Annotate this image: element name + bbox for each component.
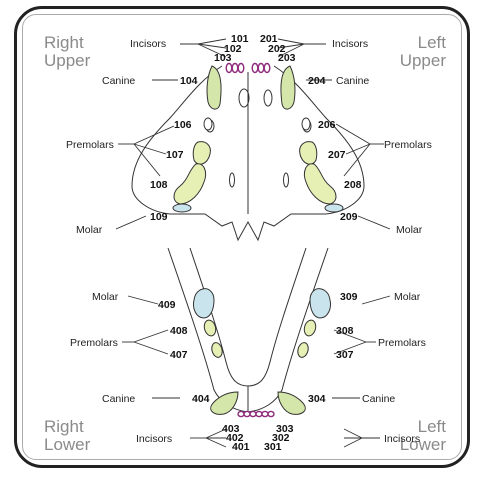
number-208: 208 xyxy=(344,179,362,191)
tooth-104[interactable] xyxy=(207,66,221,109)
upper-teeth xyxy=(173,66,343,212)
tooth-408[interactable] xyxy=(203,319,218,337)
tooth-307[interactable] xyxy=(296,341,310,358)
label-canine-lower-left: Canine xyxy=(362,393,395,405)
label-premolars-upper-right: Premolars xyxy=(66,139,114,151)
tooth-202[interactable] xyxy=(258,64,264,73)
number-203: 203 xyxy=(278,52,296,64)
number-304: 304 xyxy=(308,393,326,405)
number-206: 206 xyxy=(318,119,336,131)
number-107: 107 xyxy=(166,149,184,161)
tooth-numbers: 101 201 102 202 103 203 104 204 106 206 … xyxy=(150,33,362,453)
label-molar-upper-left: Molar xyxy=(396,224,423,236)
tooth-404[interactable] xyxy=(211,392,238,414)
number-307: 307 xyxy=(336,349,354,361)
number-108: 108 xyxy=(150,179,168,191)
tooth-407[interactable] xyxy=(210,341,224,358)
tooth-203[interactable] xyxy=(264,64,270,73)
number-204: 204 xyxy=(308,75,326,87)
label-premolars-lower-left: Premolars xyxy=(378,337,426,349)
number-408: 408 xyxy=(170,325,188,337)
tooth-402[interactable] xyxy=(244,411,250,416)
number-309: 309 xyxy=(340,291,358,303)
tooth-303[interactable] xyxy=(268,411,274,416)
tooth-304[interactable] xyxy=(278,392,305,414)
number-207: 207 xyxy=(328,149,346,161)
tooth-309[interactable] xyxy=(310,289,331,318)
number-308: 308 xyxy=(336,325,354,337)
number-106: 106 xyxy=(174,119,192,131)
label-molar-lower-left: Molar xyxy=(394,291,421,303)
tooth-208[interactable] xyxy=(304,164,336,204)
upper-incisors xyxy=(226,64,270,73)
tooth-103[interactable] xyxy=(226,64,232,73)
number-404: 404 xyxy=(192,393,210,405)
tooth-102[interactable] xyxy=(232,64,238,73)
label-molar-lower-right: Molar xyxy=(92,291,119,303)
label-canine-upper-right: Canine xyxy=(102,75,135,87)
label-canine-upper-left: Canine xyxy=(336,75,369,87)
tooth-109[interactable] xyxy=(173,204,191,212)
tooth-207[interactable] xyxy=(300,142,317,165)
number-301: 301 xyxy=(264,441,282,453)
tooth-308[interactable] xyxy=(303,319,318,337)
label-molar-upper-right: Molar xyxy=(76,224,103,236)
label-incisors-upper-right: Incisors xyxy=(130,38,166,50)
tooth-302[interactable] xyxy=(262,411,268,416)
label-premolars-upper-left: Premolars xyxy=(384,139,432,151)
label-incisors-lower-left: Incisors xyxy=(384,433,420,445)
tooth-201[interactable] xyxy=(252,64,258,73)
tooth-107[interactable] xyxy=(193,142,210,165)
number-103: 103 xyxy=(214,52,232,64)
tooth-401[interactable] xyxy=(250,411,256,416)
tooth-101[interactable] xyxy=(238,64,244,73)
tooth-301[interactable] xyxy=(256,411,262,416)
label-premolars-lower-right: Premolars xyxy=(70,337,118,349)
label-canine-lower-right: Canine xyxy=(102,393,135,405)
tooth-403[interactable] xyxy=(238,411,244,416)
tooth-409[interactable] xyxy=(193,289,214,318)
lower-incisors xyxy=(238,411,274,416)
tooth-206[interactable] xyxy=(302,118,310,130)
tooth-106[interactable] xyxy=(204,118,212,130)
label-incisors-upper-left: Incisors xyxy=(332,38,368,50)
number-407: 407 xyxy=(170,349,188,361)
number-104: 104 xyxy=(180,75,198,87)
label-incisors-lower-right: Incisors xyxy=(136,433,172,445)
number-109: 109 xyxy=(150,211,168,223)
tooth-108[interactable] xyxy=(174,164,206,204)
number-401: 401 xyxy=(232,441,250,453)
number-409: 409 xyxy=(158,299,176,311)
number-209: 209 xyxy=(340,211,358,223)
